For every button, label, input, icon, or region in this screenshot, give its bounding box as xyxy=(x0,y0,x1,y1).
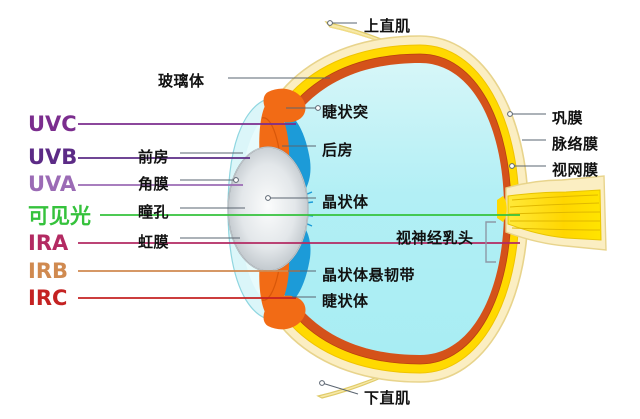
anatomy-label-posterior-chamber: 后房 xyxy=(322,141,354,159)
anatomy-label-superior-rectus: 上直肌 xyxy=(364,17,411,35)
anatomy-label-optic-disc: 视神经乳头 xyxy=(396,229,474,247)
optic-disc-bracket xyxy=(485,221,496,263)
anatomy-label-inferior-rectus: 下直肌 xyxy=(364,389,411,407)
label-leader-lines xyxy=(180,20,546,395)
anatomy-label-ciliary-body: 睫状体 xyxy=(322,292,369,310)
callout-dot-ciliary-process xyxy=(315,105,321,111)
callout-dot-sclera xyxy=(507,111,513,117)
leader-line-inferior-rectus xyxy=(321,382,359,395)
callout-dot-superior-rectus xyxy=(327,20,333,26)
callout-dot-cornea xyxy=(233,177,239,183)
anatomy-label-choroid: 脉络膜 xyxy=(552,135,599,153)
spectrum-label-IRB: IRB xyxy=(28,259,68,283)
spectrum-label-IRA: IRA xyxy=(28,231,69,255)
anatomy-label-vitreous-body: 玻璃体 xyxy=(158,72,205,90)
spectrum-label-visible-light: 可见光 xyxy=(28,204,91,228)
optic-nerve xyxy=(497,175,607,251)
anatomy-label-sclera: 巩膜 xyxy=(552,109,584,127)
vitreous-body-region xyxy=(270,63,504,355)
anatomy-label-lens: 晶状体 xyxy=(322,193,369,211)
anatomy-label-ciliary-process: 睫状突 xyxy=(322,103,369,121)
anatomy-label-pupil: 瞳孔 xyxy=(138,203,170,221)
spectrum-label-IRC: IRC xyxy=(28,286,68,310)
anterior-segment xyxy=(227,88,314,330)
anatomy-label-zonule-of-zinn: 晶状体悬韧带 xyxy=(322,266,416,284)
anatomy-label-anterior-chamber: 前房 xyxy=(138,148,170,166)
spectrum-label-UVC: UVC xyxy=(28,112,77,136)
callout-dot-inferior-rectus xyxy=(319,380,325,386)
callout-dot-lens xyxy=(265,195,271,201)
anatomy-label-iris: 虹膜 xyxy=(138,233,170,251)
anatomy-label-cornea: 角膜 xyxy=(138,175,170,193)
spectrum-band-lines xyxy=(78,123,520,299)
callout-dot-retina xyxy=(509,163,515,169)
spectrum-label-UVA: UVA xyxy=(28,172,77,196)
spectrum-label-UVB: UVB xyxy=(28,145,78,169)
anatomy-label-retina: 视网膜 xyxy=(552,161,599,179)
